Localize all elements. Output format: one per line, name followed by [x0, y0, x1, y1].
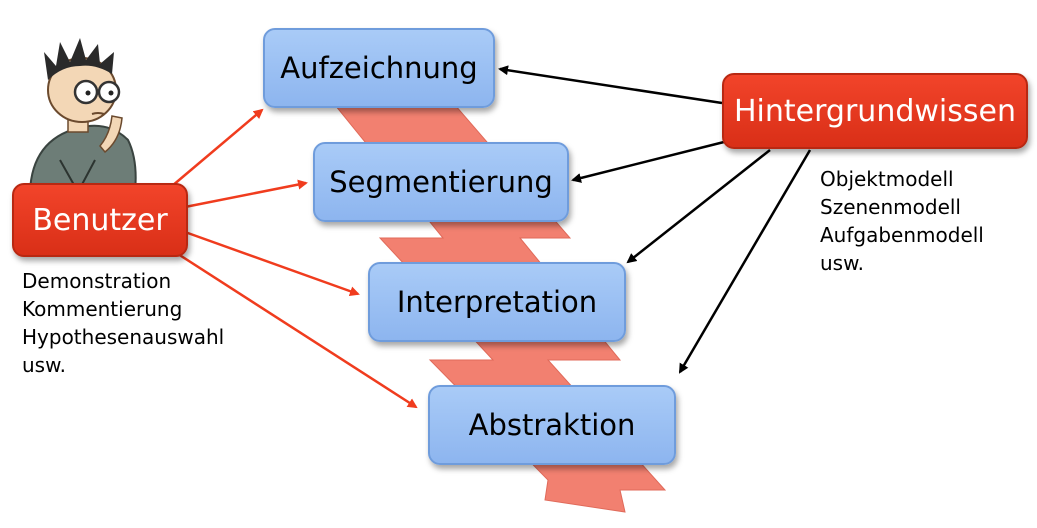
- step-abstraktion-label: Abstraktion: [468, 408, 636, 442]
- knowledge-note: Objektmodell: [820, 167, 954, 191]
- knowledge-note: Aufgabenmodell: [820, 223, 984, 247]
- knowledge-notes: Objektmodell Szenenmodell Aufgabenmodell…: [820, 165, 984, 277]
- step-aufzeichnung: Aufzeichnung: [263, 28, 495, 108]
- knowledge-note: Szenenmodell: [820, 195, 961, 219]
- user-arrows: [171, 108, 418, 409]
- user-arrow-aufzeichnung: [171, 108, 264, 187]
- knowledge-arrow-interpretation: [626, 149, 771, 264]
- user-note: Demonstration: [22, 269, 172, 293]
- knowledge-label: Hintergrundwissen: [734, 93, 1016, 129]
- user-label: Benutzer: [32, 202, 168, 238]
- user-box: Benutzer: [12, 183, 188, 257]
- step-segmentierung: Segmentierung: [313, 142, 569, 222]
- thinking-person-icon: [28, 38, 137, 195]
- step-aufzeichnung-label: Aufzeichnung: [280, 51, 478, 85]
- user-note: usw.: [22, 353, 66, 377]
- knowledge-arrow-aufzeichnung: [498, 65, 723, 105]
- knowledge-arrow-abstraktion: [678, 149, 812, 374]
- user-arrow-segmentierung: [184, 179, 308, 209]
- user-arrow-abstraktion: [177, 252, 418, 409]
- step-abstraktion: Abstraktion: [428, 385, 676, 465]
- step-interpretation: Interpretation: [368, 262, 626, 342]
- user-note: Kommentierung: [22, 297, 183, 321]
- knowledge-arrows: [498, 65, 812, 374]
- user-note: Hypothesenauswahl: [22, 325, 225, 349]
- knowledge-note: usw.: [820, 251, 864, 275]
- user-arrow-interpretation: [184, 230, 360, 297]
- knowledge-arrow-segmentierung: [571, 140, 725, 183]
- user-notes: Demonstration Kommentierung Hypothesenau…: [22, 267, 224, 379]
- step-interpretation-label: Interpretation: [396, 285, 598, 319]
- knowledge-box: Hintergrundwissen: [722, 73, 1028, 149]
- step-segmentierung-label: Segmentierung: [329, 165, 553, 199]
